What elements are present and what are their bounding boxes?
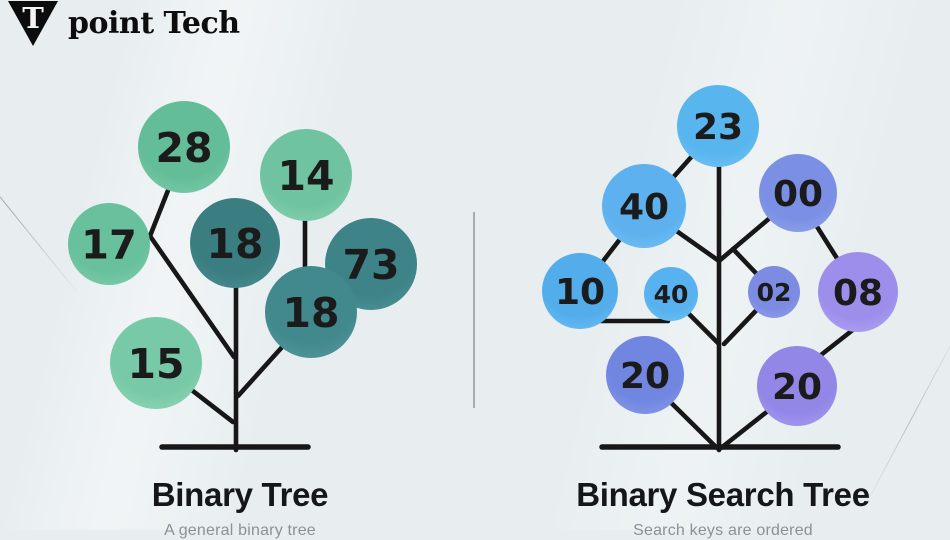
binary-tree-title: Binary Tree: [151, 476, 329, 513]
node-label: 18: [282, 289, 339, 337]
tree-node-15: [110, 317, 202, 409]
tree-edge: [147, 233, 237, 360]
node-label: 00: [773, 174, 823, 215]
node-label: 23: [693, 107, 743, 148]
logo-t-letter: T: [22, 1, 44, 35]
tree-node-20: [757, 346, 837, 426]
tree-node-08: [818, 252, 898, 332]
node-label: 20: [772, 367, 822, 408]
node-label: 20: [620, 356, 670, 397]
tree-node-10: [542, 253, 618, 329]
node-label: 73: [342, 241, 399, 289]
tree-node-20: [606, 336, 684, 414]
vertical-divider: [473, 212, 475, 408]
binary-search-tree-title: Binary Search Tree: [576, 476, 870, 513]
node-label: 10: [555, 272, 605, 313]
node-label: 02: [757, 278, 792, 307]
binary-search-tree-caption: Search keys are ordered: [633, 522, 813, 539]
node-label: 28: [155, 124, 212, 172]
binary-tree-caption: A general binary tree: [164, 522, 316, 539]
node-label: 17: [81, 222, 137, 268]
node-label: 40: [619, 187, 669, 228]
node-label: 08: [833, 273, 883, 314]
tree-node-40: [602, 164, 686, 248]
node-label: 40: [654, 280, 689, 309]
tree-node-18: [265, 266, 357, 358]
right-tree: 23 40 00 10 40 02 08 20 20: [542, 85, 898, 453]
node-label: 18: [206, 220, 263, 268]
tree-node-02: [748, 266, 800, 318]
node-label: 15: [127, 340, 184, 388]
tree-node-28: [138, 101, 230, 193]
node-label: 14: [277, 152, 334, 200]
tree-node-40: [644, 267, 698, 321]
tree-node-17: [68, 203, 150, 285]
tree-node-00: [759, 154, 837, 232]
tree-node-18: [190, 198, 280, 288]
tree-node-23: [677, 85, 759, 167]
logo-wordmark: point Tech: [68, 6, 240, 41]
tree-node-14: [260, 129, 352, 221]
